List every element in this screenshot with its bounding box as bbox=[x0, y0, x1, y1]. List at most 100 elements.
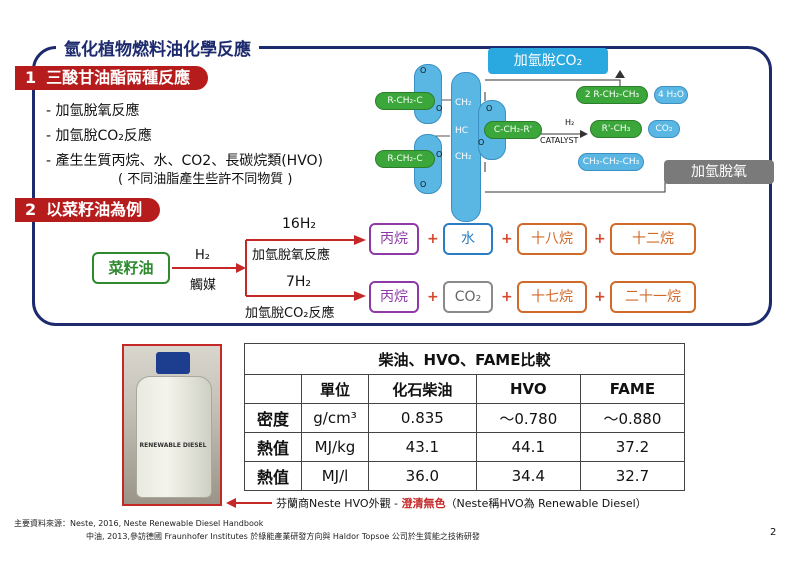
plus-sign: + bbox=[501, 289, 513, 305]
rch2c-bottom-chain: R-CH₂-C bbox=[375, 150, 435, 168]
row-label: 熱值 bbox=[244, 461, 302, 491]
caption-arrow bbox=[226, 498, 272, 508]
o-label-6: O bbox=[478, 138, 485, 147]
ch2-top-label: CH₂ bbox=[455, 98, 472, 108]
section2-badge: 2 以菜籽油為例 bbox=[15, 198, 161, 222]
ch2-bottom-label: CH₂ bbox=[455, 152, 472, 162]
bullet-products: - 產生生質丙烷、水、CO2、長碳烷類(HVO) bbox=[46, 153, 324, 169]
header-unit: 單位 bbox=[301, 374, 369, 404]
bottle-cap bbox=[156, 352, 190, 374]
header-fame: FAME bbox=[579, 374, 686, 404]
row-unit: MJ/l bbox=[301, 461, 369, 491]
rch2c-middle-chain: C-CH₂-R' bbox=[484, 121, 542, 139]
top-product-octadecane: 十八烷 bbox=[517, 223, 587, 255]
product-water: 4 H₂O bbox=[654, 86, 688, 104]
cell-value: 43.1 bbox=[368, 432, 477, 462]
catalyst-label: CATALYST bbox=[540, 136, 579, 145]
header-fossil-diesel: 化石柴油 bbox=[368, 374, 477, 404]
cell-value: ～0.880 bbox=[579, 403, 686, 433]
page-number: 2 bbox=[770, 527, 777, 538]
cell-value: ～0.780 bbox=[475, 403, 581, 433]
arrow-up-icon bbox=[615, 70, 625, 78]
table-row: 密度 g/cm³ 0.835 ～0.780 ～0.880 bbox=[244, 403, 686, 433]
table-corner bbox=[244, 374, 302, 404]
caption-suffix: （Neste稱HVO為 Renewable Diesel） bbox=[445, 497, 647, 510]
row-label: 密度 bbox=[244, 403, 302, 433]
cell-value: 0.835 bbox=[368, 403, 477, 433]
o-label-1: O bbox=[420, 66, 427, 75]
rapeseed-oil-box: 菜籽油 bbox=[92, 252, 170, 284]
caption-highlight: 澄清無色 bbox=[401, 497, 446, 510]
bullet-decarboxylation: - 加氫脫CO₂反應 bbox=[46, 128, 152, 144]
o-label-3: O bbox=[420, 180, 427, 189]
section1-label: 三酸甘油酯兩種反應 bbox=[46, 68, 191, 87]
plus-sign: + bbox=[594, 231, 606, 247]
bullet-deoxygenation: - 加氫脫氧反應 bbox=[46, 103, 140, 119]
section2-number: 2 bbox=[25, 200, 37, 219]
deox-path-line bbox=[485, 178, 666, 193]
bottom-h2-amount: 7H₂ bbox=[286, 274, 312, 290]
arrow-left-icon bbox=[226, 498, 236, 508]
h2-label: H₂ bbox=[195, 248, 210, 263]
top-product-dodecane: 十二烷 bbox=[610, 223, 696, 255]
product-propane: CH₃-CH₂-CH₃ bbox=[578, 153, 644, 171]
glycerol-backbone bbox=[451, 72, 481, 222]
arrow-right-icon bbox=[236, 263, 246, 273]
rch2c-top-chain: R-CH₂-C bbox=[375, 92, 435, 110]
header-hvo: HVO bbox=[475, 374, 581, 404]
cell-value: 36.0 bbox=[368, 461, 477, 491]
section1-badge: 1 三酸甘油酯兩種反應 bbox=[15, 66, 209, 90]
cell-value: 34.4 bbox=[475, 461, 581, 491]
bullet-note: ( 不同油脂產生些許不同物質 ) bbox=[118, 172, 293, 187]
arrow-right-icon bbox=[354, 291, 366, 301]
bottom-product-propane: 丙烷 bbox=[369, 281, 419, 313]
top-reaction-label: 加氫脫氧反應 bbox=[252, 248, 331, 263]
co2-removal-box: 加氫脫CO₂ bbox=[488, 48, 608, 74]
section2-label: 以菜籽油為例 bbox=[46, 200, 143, 219]
cell-value: 44.1 bbox=[475, 432, 581, 462]
row-unit: g/cm³ bbox=[301, 403, 369, 433]
footer-source-2: 中油, 2013,參訪德國 Fraunhofer Institutes 於綠能產… bbox=[86, 532, 480, 541]
o-label-4: O bbox=[436, 150, 443, 159]
product-r-ch3: R'-CH₃ bbox=[590, 120, 642, 138]
table-title: 柴油、HVO、FAME比較 bbox=[244, 343, 685, 375]
plus-sign: + bbox=[594, 289, 606, 305]
plus-sign: + bbox=[427, 289, 439, 305]
top-product-water: 水 bbox=[443, 223, 493, 255]
product-co2: CO₂ bbox=[648, 120, 680, 138]
top-h2-amount: 16H₂ bbox=[282, 216, 316, 232]
page-title: 氫化植物燃料油化學反應 bbox=[56, 35, 259, 60]
o-label-5: O bbox=[486, 104, 493, 113]
arrow-right-icon bbox=[354, 235, 366, 245]
top-product-propane: 丙烷 bbox=[369, 223, 419, 255]
table-row: 熱值 MJ/l 36.0 34.4 32.7 bbox=[244, 461, 686, 491]
bottom-reaction-label: 加氫脫CO₂反應 bbox=[245, 306, 335, 321]
cell-value: 32.7 bbox=[579, 461, 686, 491]
deoxygenation-box: 加氫脫氧 bbox=[664, 160, 774, 184]
caption-prefix: 芬蘭商Neste HVO外觀 - bbox=[276, 497, 402, 510]
footer-source-1: 主要資料來源：Neste, 2016, Neste Renewable Dies… bbox=[14, 519, 264, 528]
hvo-bottle-photo: RENEWABLE DIESEL bbox=[122, 344, 222, 506]
table-row: 熱值 MJ/kg 43.1 44.1 37.2 bbox=[244, 432, 686, 462]
product-r-ch2-ch3: 2 R-CH₂-CH₃ bbox=[576, 86, 648, 104]
reaction-arrows bbox=[172, 235, 366, 301]
plus-sign: + bbox=[501, 231, 513, 247]
row-unit: MJ/kg bbox=[301, 432, 369, 462]
comparison-table: 柴油、HVO、FAME比較 單位 化石柴油 HVO FAME 密度 g/cm³ … bbox=[244, 343, 686, 491]
plus-sign: + bbox=[427, 231, 439, 247]
section1-number: 1 bbox=[25, 68, 37, 87]
bottle-label: RENEWABLE DIESEL bbox=[139, 442, 207, 449]
arrow-right-icon bbox=[580, 130, 588, 138]
hc-label: HC bbox=[455, 126, 469, 136]
h2-arrow-label: H₂ bbox=[565, 118, 575, 127]
cell-value: 37.2 bbox=[579, 432, 686, 462]
bottom-product-heptadecane: 十七烷 bbox=[517, 281, 587, 313]
bottle-caption: 芬蘭商Neste HVO外觀 - 澄清無色（Neste稱HVO為 Renewab… bbox=[276, 495, 647, 511]
bottle-body bbox=[136, 376, 212, 498]
bottom-product-co2: CO₂ bbox=[443, 281, 493, 313]
catalyst-cn-label: 觸媒 bbox=[190, 278, 217, 293]
bottom-product-heneicosane: 二十一烷 bbox=[610, 281, 696, 313]
row-label: 熱值 bbox=[244, 432, 302, 462]
o-label-2: O bbox=[436, 104, 443, 113]
reaction-panel bbox=[32, 46, 772, 326]
